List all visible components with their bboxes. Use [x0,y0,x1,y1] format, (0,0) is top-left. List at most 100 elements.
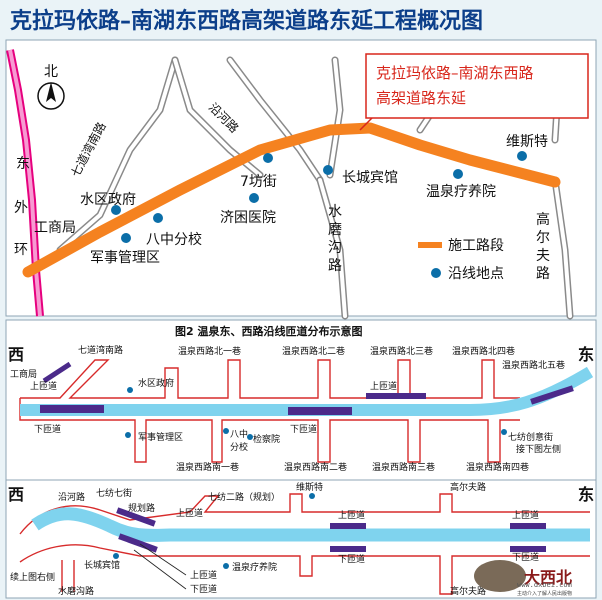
ramp-bar [288,407,352,415]
ramp-bar [510,546,546,552]
p2-nan2: 温泉西路南二巷 [284,461,347,473]
east-label-2: 东 [578,485,594,504]
gaoer-label-3: 夫 [536,248,550,264]
shuimogou-road-inner [318,178,347,318]
golf-road-inner [553,178,572,318]
fig2-caption: 图2 温泉东、西路沿线匝道分布示意图 [175,324,362,338]
north-connector-inner [328,58,343,177]
ramp-bar [510,523,546,529]
gaoer-label-1: 高 [536,211,550,228]
shuiqu-label: 水区政府 [80,192,136,208]
page-title: 克拉玛依路–南湖东西路高架道路东延工程概况图 [10,8,483,34]
landmark-dot [249,193,259,203]
p2-nan4: 温泉西路南四巷 [466,461,529,473]
landmark-dot [153,213,163,223]
p2-jianchayuan: 检察院 [253,433,280,445]
p3-shangzadao-c: 上匝道 [512,509,539,521]
construction-route [22,122,561,278]
landmark-dot [111,205,121,215]
ramp-bar [42,361,72,384]
p2-nan1: 温泉西路南一巷 [176,461,239,473]
callout-line-2: 高架道路东延 [376,89,466,107]
p3-qifang-er: 七纺二路（规划） [208,491,280,503]
junshi-label: 军事管理区 [90,250,160,266]
p3-changcheng: 长城宾馆 [84,559,120,571]
ramp-bar [40,405,104,413]
p2-xiazadao-a: 下匝道 [34,423,61,435]
watermark: 大西北 www.dxbei.com 主动介入了解人民出版物 [474,560,572,597]
ramp-bar [366,393,426,399]
qifang-label: 7坊街 [240,174,277,190]
p2-jie-xia: 接下图左侧 [516,443,561,455]
p2-bei2: 温泉西路北二巷 [282,345,345,357]
gaoer-label-4: 路 [536,266,550,282]
ramps-2 [116,507,546,553]
p3-xiazadao-c: 下匝道 [512,551,539,563]
ramp-bar [118,533,158,553]
legend-construction-label: 施工路段 [448,238,504,254]
p3-gaoer-bottom: 高尔夫路 [450,585,486,597]
p3-xu-shangtu: 续上图右侧 [10,571,55,583]
ramp-diagram-panel-west [5,319,597,481]
gaoer-label-2: 尔 [536,230,550,246]
landmark-dot [453,169,463,179]
p2-shangzadao-a: 上匝道 [30,380,57,392]
landmark-dot [323,165,333,175]
p2-shangzadao-b: 上匝道 [370,380,397,392]
p3-weisite: 维斯特 [296,481,323,493]
p2-bazhong-1: 八中 [230,428,248,440]
p2-bei5: 温泉西路北五巷 [502,359,565,371]
p2-shuiqu: 水区政府 [138,377,174,389]
p3-guihua: 规划路 [128,502,155,514]
north-label: 北 [44,64,58,80]
p2-gongshangju: 工商局 [10,368,37,380]
gongshangju-label: 工商局 [34,220,76,236]
west-label-1: 西 [8,345,24,364]
landmark-dot [127,387,133,393]
weisite-label: 维斯特 [506,134,548,150]
shuimo-label-4: 路 [328,258,342,274]
p2-nan3: 温泉西路南三巷 [372,461,435,473]
p3-shangzadao-a: 上匝道 [176,507,203,519]
east-label-1: 东 [578,345,594,364]
legend-landmark-swatch [431,268,441,278]
watermark-logo: 大西北 [524,568,572,587]
p3-shangzadao-b: 上匝道 [338,509,365,521]
landmark-dot [223,563,229,569]
legend: 施工路段 沿线地点 [418,238,504,282]
callout-box [365,53,589,119]
p3-wenquan: 温泉疗养院 [232,561,277,573]
p3-xiazadao-d: 下匝道 [190,583,217,595]
landmark-dot [125,432,131,438]
yanhe-road-b-inner [228,58,322,182]
north-arrow-icon [37,82,65,110]
west-label-2: 西 [8,485,24,504]
p2-xiazadao-b: 下匝道 [290,423,317,435]
viaduct-2 [31,507,590,542]
ramp-bar [330,546,366,552]
p3-landmarks [113,493,315,569]
landmark-dot [223,428,229,434]
shuimo-label-1: 水 [328,204,342,220]
p3-gaoer-top: 高尔夫路 [450,481,486,493]
ramp-bar [530,385,574,405]
wai-label: 外 [14,200,28,216]
p2-junshi: 军事管理区 [138,431,183,443]
p3-leader-lines [133,543,187,590]
p2-landmarks [125,387,507,440]
ramp-bar [330,523,366,529]
callout-line-1: 克拉玛依路–南湖东西路 [376,64,534,82]
landmark-dot [309,493,315,499]
wenquan-label: 温泉疗养院 [426,183,496,200]
watermark-url: www.dxbei.com [517,581,572,589]
dong-label: 东 [16,156,30,172]
surface-road-outline-1 [19,359,520,463]
callout-pointer [359,117,373,131]
title-bar [0,0,602,40]
p2-bei3: 温泉西路北三巷 [370,345,433,357]
legend-landmark-label: 沿线地点 [448,266,504,282]
landmarks [111,151,527,243]
landmark-dot [517,151,527,161]
watermark-tagline: 主动介入了解人民出版物 [517,590,572,597]
